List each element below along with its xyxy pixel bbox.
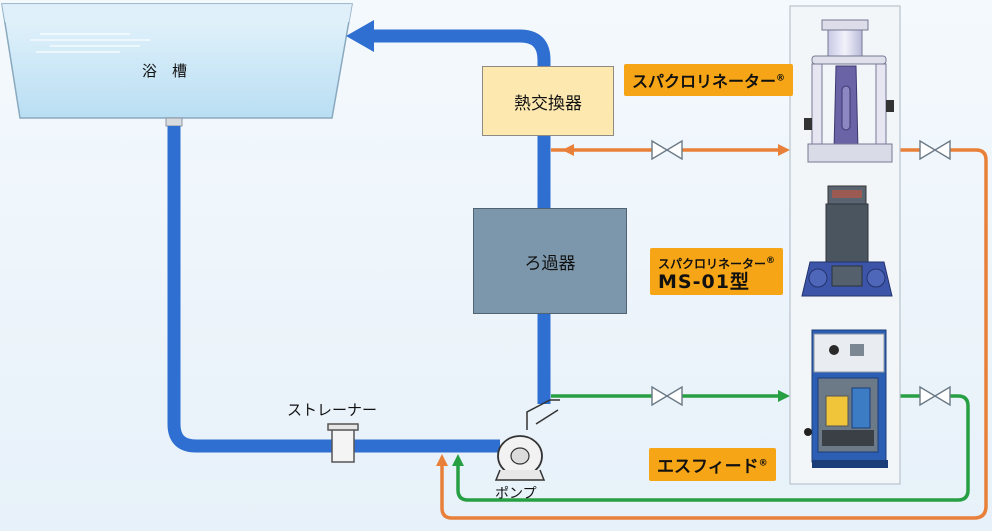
sfeed-device [804, 329, 888, 468]
bath-tank-label: 浴 槽 [142, 62, 188, 80]
valve [651, 385, 683, 407]
heat-exchanger-label: 熱交換器 [514, 93, 582, 114]
spa-chlorinator-label: スパクロリネーター [632, 72, 777, 91]
orange-arrow-left [562, 144, 574, 156]
filter-box: ろ過器 [473, 208, 627, 314]
bath-tank [1, 3, 353, 127]
ms01-device [801, 185, 893, 297]
heat-exchanger-box: 熱交換器 [482, 66, 614, 136]
filter-label: ろ過器 [524, 253, 576, 274]
sfeed-label: エスフィード [657, 457, 759, 477]
valve [651, 139, 683, 161]
pump-label: ポンプ [495, 486, 537, 502]
valve [919, 385, 951, 407]
strainer-device [327, 423, 359, 463]
registered-mark: ® [776, 73, 786, 84]
ms01-label-line1: スパクロリネーター [658, 257, 767, 271]
registered-mark: ® [758, 458, 768, 469]
return-arrowhead [346, 20, 374, 52]
strainer-label: ストレーナー [287, 401, 378, 419]
orange-injection-arrow [436, 454, 448, 466]
sfeed-callout: エスフィード® [649, 448, 776, 481]
green-injection-arrow [452, 454, 464, 466]
valve [919, 139, 951, 161]
registered-mark: ® [766, 256, 776, 266]
green-dosing-line [456, 394, 970, 502]
ms01-label-line2: MS-01型 [658, 271, 750, 293]
spa-chlorinator-device [804, 19, 894, 163]
pump-outlet-elbow [526, 399, 560, 430]
pump-device [494, 435, 546, 481]
main-circulation-pipe [167, 29, 551, 453]
spa-chlorinator-callout: スパクロリネーター® [624, 64, 794, 96]
ms01-callout: スパクロリネーター® MS-01型 [650, 248, 784, 295]
